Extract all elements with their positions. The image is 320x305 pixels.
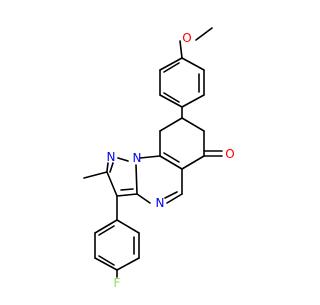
- fluorophenyl-inner-bond-3: [98, 225, 115, 236]
- pyrimidine-bond-n4-c3a: [136, 193, 151, 204]
- ch-bond-c8-c7: [181, 117, 205, 132]
- anisyl-inner-bond-2: [163, 92, 180, 103]
- pyrazole-bond-c2-c3: [106, 171, 118, 197]
- ether-oxygen-label: O: [182, 31, 191, 45]
- pyrimidine-nitrogen-label: N: [156, 196, 165, 210]
- fusion-bond: [159, 155, 183, 170]
- pyrazole-bond-n2-c2a: [106, 162, 109, 172]
- fusion-inner-bond: [163, 152, 180, 163]
- methyl-oxygen-bond: [195, 27, 213, 41]
- fluorophenyl-bond-1: [116, 219, 140, 234]
- pyrazole-inner-bond: [120, 188, 134, 191]
- fluorophenyl-bond-4: [94, 257, 118, 271]
- anisyl-bond-6: [159, 57, 183, 71]
- pyrazole-nitrogen-label: N: [107, 150, 116, 164]
- fluorine-label: F: [114, 276, 121, 290]
- atom-label-set: O O N N N F: [107, 31, 235, 290]
- bridgehead-nitrogen-label: N: [133, 151, 142, 165]
- pyrazole-bond-n2-c2b: [109, 162, 114, 173]
- pyrimidine-bond-c9a-n1: [139, 155, 161, 159]
- bond-set: [83, 27, 223, 278]
- ch-bond-c6-c5a: [181, 155, 205, 170]
- anisyl-bond-1: [181, 57, 205, 71]
- molecule-drawing: O O N N N F: [83, 27, 235, 290]
- anisyl-inner-bond-3: [163, 62, 180, 73]
- pyrazole-bond-c3-c3a: [116, 193, 138, 197]
- anisyl-bond-4: [159, 94, 183, 108]
- pyrimidine-inner-bond: [164, 191, 178, 199]
- fluorophenyl-bond-3: [116, 257, 140, 271]
- ch-bond-c8-c9: [159, 117, 183, 132]
- fluorophenyl-inner-bond-2: [98, 255, 115, 266]
- ketone-oxygen-label: O: [225, 147, 234, 161]
- structure-canvas: O O N N N F: [83, 27, 235, 290]
- pyrimidine-bond-c3a-n1: [135, 164, 138, 195]
- anisyl-bond-3: [181, 94, 205, 108]
- pyrimidine-bond-c5-n4: [166, 193, 183, 204]
- methyl-bond: [83, 171, 108, 179]
- pyrazole-bond-n1-n2: [117, 157, 129, 162]
- oxygen-ring-bond: [179, 40, 183, 59]
- fluorophenyl-bond-6: [94, 219, 118, 234]
